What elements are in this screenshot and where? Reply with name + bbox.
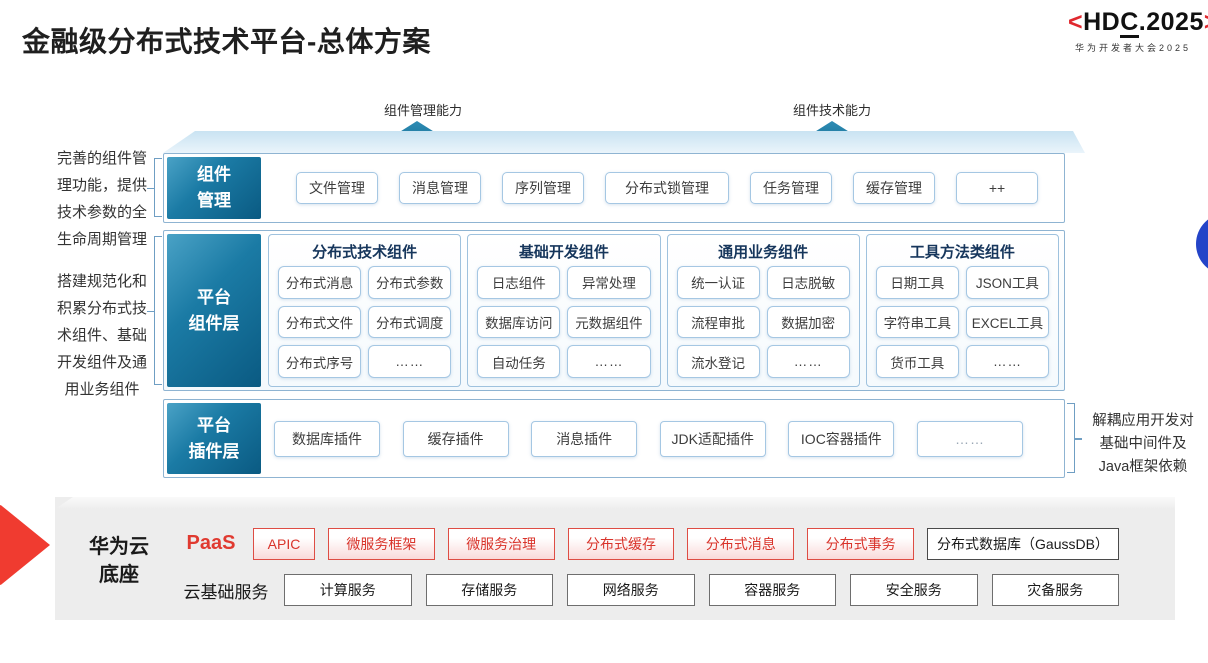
group-grid: 分布式消息 分布式参数 分布式文件 分布式调度 分布式序号 …… — [278, 266, 452, 378]
paas-box-apic: APIC — [253, 527, 315, 560]
foundation-label: 华为云 底座 — [89, 536, 149, 586]
component-chip-more: …… — [766, 345, 850, 378]
layer-component-management: 组件 管理 文件管理 消息管理 序列管理 分布式锁管理 任务管理 缓存管理 ++ — [163, 153, 1065, 223]
component-chip: 日志组件 — [477, 266, 561, 299]
component-chip: 日志脱敏 — [766, 266, 850, 299]
paas-box-gaussdb: 分布式数据库（GaussDB） — [926, 527, 1119, 560]
plugin-box-ioc: IOC容器插件 — [788, 420, 895, 457]
component-chip-more: …… — [567, 345, 651, 378]
group-basic-dev: 基础开发组件 日志组件 异常处理 数据库访问 元数据组件 自动任务 …… — [467, 234, 661, 387]
platform-top-face — [163, 131, 1085, 153]
group-title: 基础开发组件 — [518, 244, 609, 261]
group-grid: 日志组件 异常处理 数据库访问 元数据组件 自动任务 …… — [477, 266, 651, 378]
component-chip: JSON工具 — [965, 266, 1049, 299]
component-chip: 异常处理 — [567, 266, 651, 299]
paas-box-microservice-framework: 微服务框架 — [328, 527, 435, 560]
mgmt-box-cache: 缓存管理 — [853, 172, 935, 204]
component-chip: 分布式参数 — [368, 266, 452, 299]
component-chip: EXCEL工具 — [965, 305, 1049, 339]
left-bracket-platform-components — [147, 236, 162, 385]
group-grid: 统一认证 日志脱敏 流程审批 数据加密 流水登记 …… — [676, 266, 850, 378]
component-management-items: 文件管理 消息管理 序列管理 分布式锁管理 任务管理 缓存管理 ++ — [296, 154, 1038, 222]
component-chip-more: …… — [965, 345, 1049, 378]
iaas-box-container: 容器服务 — [708, 574, 836, 606]
component-chip: 货币工具 — [875, 345, 959, 378]
component-chip: 流水登记 — [676, 345, 760, 378]
component-chip: 字符串工具 — [875, 305, 959, 339]
group-title: 通用业务组件 — [718, 244, 809, 261]
layer-platform-plugins: 平台 插件层 数据库插件 缓存插件 消息插件 JDK适配插件 IOC容器插件 …… — [163, 399, 1065, 478]
logo-right-bracket-icon: > — [1204, 8, 1208, 36]
iaas-box-disaster-recovery: 灾备服务 — [991, 574, 1119, 606]
component-chip-more: …… — [368, 345, 452, 378]
mgmt-box-file: 文件管理 — [296, 172, 378, 204]
layer-label-platform-components: 平台 组件层 — [167, 234, 261, 387]
component-chip: 分布式消息 — [278, 266, 362, 299]
component-chip: 统一认证 — [676, 266, 760, 299]
capability-label-technology: 组件技术能力 — [792, 103, 872, 118]
right-bracket-plugins — [1067, 403, 1082, 473]
plugin-box-message: 消息插件 — [531, 420, 638, 457]
component-chip: 数据库访问 — [477, 305, 561, 339]
layer-platform-components: 平台 组件层 分布式技术组件 分布式消息 分布式参数 分布式文件 分布式调度 分… — [163, 230, 1065, 391]
component-chip: 元数据组件 — [567, 305, 651, 339]
left-bracket-component-mgmt — [147, 158, 162, 217]
component-chip: 流程审批 — [676, 305, 760, 339]
plugin-items: 数据库插件 缓存插件 消息插件 JDK适配插件 IOC容器插件 …… — [274, 400, 1023, 477]
group-tool-methods: 工具方法类组件 日期工具 JSON工具 字符串工具 EXCEL工具 货币工具 …… — [865, 234, 1059, 387]
mgmt-box-more: ++ — [956, 172, 1038, 204]
plugin-box-more: …… — [916, 420, 1023, 457]
iaas-box-storage: 存储服务 — [425, 574, 553, 606]
red-arrow-icon — [0, 505, 50, 585]
layer-label-platform-plugins: 平台 插件层 — [167, 403, 261, 474]
paas-label: PaaS — [186, 532, 236, 554]
logo-left-bracket-icon: < — [1068, 8, 1084, 36]
iaas-row: 云基础服务 计算服务 存储服务 网络服务 容器服务 安全服务 灾备服务 — [182, 574, 1119, 606]
mgmt-box-message: 消息管理 — [399, 172, 481, 204]
decorative-circle — [1196, 213, 1208, 275]
component-chip: 自动任务 — [477, 345, 561, 378]
component-groups: 分布式技术组件 分布式消息 分布式参数 分布式文件 分布式调度 分布式序号 ……… — [268, 234, 1059, 387]
iaas-box-compute: 计算服务 — [284, 574, 412, 606]
paas-box-distributed-message: 分布式消息 — [687, 527, 795, 560]
plugin-box-jdk: JDK适配插件 — [659, 420, 766, 457]
mgmt-box-distributed-lock: 分布式锁管理 — [605, 172, 729, 204]
component-chip: 日期工具 — [875, 266, 959, 299]
note-component-management: 完善的组件管理功能，提供技术参数的全生命周期管理 — [56, 150, 147, 248]
paas-box-distributed-transaction: 分布式事务 — [807, 527, 914, 560]
component-chip: 数据加密 — [766, 305, 850, 339]
iaas-label: 云基础服务 — [183, 582, 269, 602]
group-title: 工具方法类组件 — [909, 244, 1015, 261]
note-component-build: 搭建规范化和积累分布式技术组件、基础开发组件及通用业务组件 — [56, 273, 147, 398]
group-distributed-tech: 分布式技术组件 分布式消息 分布式参数 分布式文件 分布式调度 分布式序号 …… — [268, 234, 462, 387]
group-grid: 日期工具 JSON工具 字符串工具 EXCEL工具 货币工具 …… — [875, 266, 1049, 378]
paas-box-microservice-governance: 微服务治理 — [447, 527, 555, 560]
iaas-box-security: 安全服务 — [850, 574, 978, 606]
page-title: 金融级分布式技术平台-总体方案 — [22, 26, 431, 57]
logo-c-underlined: C — [1120, 8, 1139, 38]
mgmt-box-sequence: 序列管理 — [502, 172, 584, 204]
logo-hd: HD — [1083, 8, 1121, 36]
component-chip: 分布式文件 — [278, 305, 362, 339]
hdc-logo: <HDC.2025> 华为开发者大会2025 — [1068, 8, 1208, 54]
paas-row: PaaS APIC 微服务框架 微服务治理 分布式缓存 分布式消息 分布式事务 … — [182, 527, 1119, 560]
huawei-cloud-foundation: 华为云 底座 PaaS APIC 微服务框架 微服务治理 分布式缓存 分布式消息… — [55, 497, 1175, 620]
group-common-business: 通用业务组件 统一认证 日志脱敏 流程审批 数据加密 流水登记 …… — [666, 234, 860, 387]
paas-box-distributed-cache: 分布式缓存 — [567, 527, 675, 560]
logo-year: .2025 — [1138, 8, 1204, 36]
group-title: 分布式技术组件 — [312, 244, 418, 261]
hdc-logo-text: <HDC.2025> — [1068, 8, 1208, 38]
component-chip: 分布式调度 — [368, 305, 452, 339]
plugin-box-database: 数据库插件 — [274, 420, 380, 457]
plugin-box-cache: 缓存插件 — [402, 420, 509, 457]
component-chip: 分布式序号 — [278, 345, 362, 378]
note-decouple: 解耦应用开发对 基础中间件及 Java框架依赖 — [1092, 413, 1194, 475]
iaas-box-network: 网络服务 — [567, 574, 695, 606]
layer-label-component-management: 组件 管理 — [167, 157, 261, 219]
capability-label-management: 组件管理能力 — [383, 103, 463, 118]
hdc-logo-subtitle: 华为开发者大会2025 — [1074, 42, 1192, 53]
mgmt-box-task: 任务管理 — [750, 172, 832, 204]
